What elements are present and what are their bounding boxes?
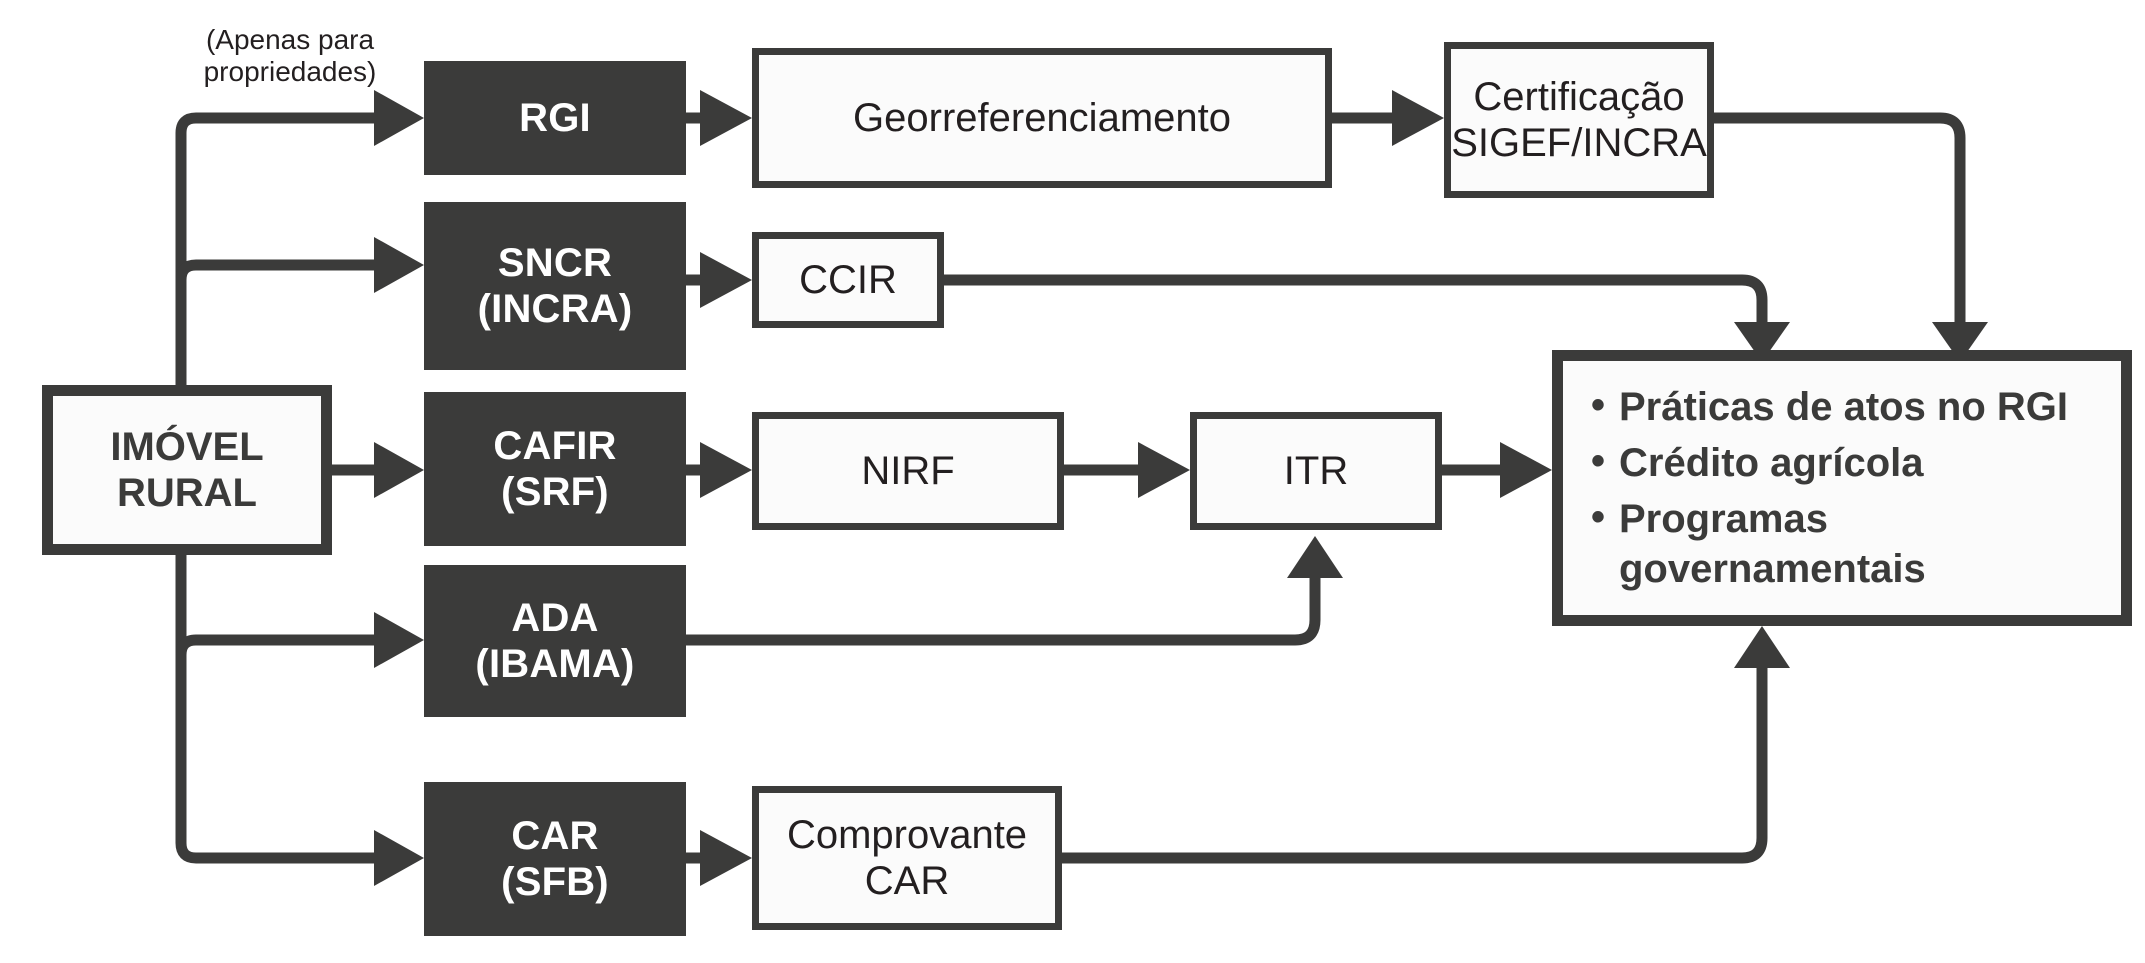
- node-comprovante-car[interactable]: Comprovante CAR: [752, 786, 1062, 930]
- node-certificacao-sigef-incra[interactable]: Certificação SIGEF/INCRA: [1444, 42, 1714, 198]
- edge-ada-itr: [686, 578, 1321, 646]
- arrow-into-sncr: [374, 237, 424, 293]
- arrow-ada-into-itr: [1287, 536, 1343, 578]
- arrow-ccir-into-results: [1734, 322, 1790, 362]
- edge-ccir-results: [941, 274, 1768, 322]
- branch-sncr: [175, 259, 374, 281]
- node-ccir[interactable]: CCIR: [752, 232, 944, 328]
- bullet-icon: •: [1591, 383, 1606, 427]
- node-itr[interactable]: ITR: [1190, 412, 1442, 530]
- list-item-label: Crédito agrícola: [1619, 441, 1924, 485]
- arrow-into-georref: [700, 90, 752, 146]
- arrow-into-comprovante-car: [700, 830, 752, 886]
- arrow-into-ccir: [700, 252, 752, 308]
- arrow-into-rgi: [374, 90, 424, 146]
- list-item: • Práticas de atos no RGI: [1589, 382, 2107, 432]
- list-item: • Crédito agrícola: [1589, 438, 2107, 488]
- note-only-properties: (Apenas para propriedades): [203, 24, 377, 87]
- spine-top: [175, 112, 374, 385]
- arrow-into-itr: [1138, 442, 1190, 498]
- list-item: • Programas governamentais: [1589, 494, 2107, 594]
- bullet-icon: •: [1591, 495, 1606, 539]
- node-cafir[interactable]: CAFIR (SRF): [424, 392, 686, 546]
- bullet-icon: •: [1591, 439, 1606, 483]
- arrow-into-certificacao: [1392, 90, 1444, 146]
- node-ada[interactable]: ADA (IBAMA): [424, 565, 686, 717]
- node-imovel-rural[interactable]: IMÓVEL RURAL: [42, 385, 332, 555]
- node-georreferenciamento[interactable]: Georreferenciamento: [752, 48, 1332, 188]
- arrow-into-car: [374, 830, 424, 886]
- branch-ada: [175, 634, 374, 656]
- list-item-label: Programas governamentais: [1619, 497, 1926, 591]
- node-rgi[interactable]: RGI: [424, 61, 686, 175]
- node-results[interactable]: • Práticas de atos no RGI • Crédito agrí…: [1552, 350, 2132, 626]
- node-nirf[interactable]: NIRF: [752, 412, 1064, 530]
- node-sncr[interactable]: SNCR (INCRA): [424, 202, 686, 370]
- node-car[interactable]: CAR (SFB): [424, 782, 686, 936]
- arrow-itr-into-results: [1500, 442, 1552, 498]
- list-item-label: Práticas de atos no RGI: [1619, 385, 2069, 429]
- arrow-certificacao-into-results: [1932, 322, 1988, 362]
- arrow-into-nirf: [700, 442, 752, 498]
- results-list: • Práticas de atos no RGI • Crédito agrí…: [1563, 382, 2121, 594]
- edge-comprovante-results: [1058, 668, 1768, 864]
- arrow-into-ada: [374, 612, 424, 668]
- spine-bottom: [175, 555, 374, 864]
- arrow-into-cafir: [374, 442, 424, 498]
- edge-certificacao-results: [1709, 112, 1966, 322]
- arrow-comprovante-into-results: [1734, 626, 1790, 668]
